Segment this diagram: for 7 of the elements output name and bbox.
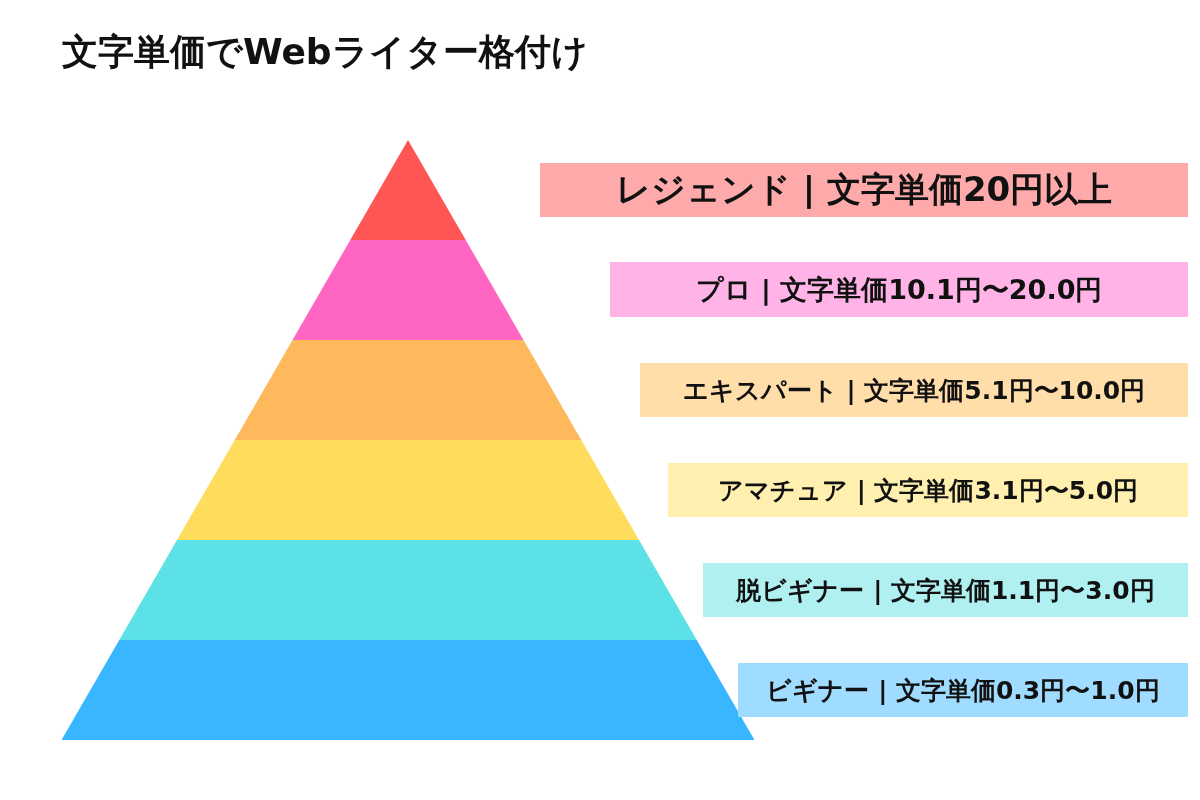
level-label: エキスパート | 文字単価5.1円〜10.0円	[640, 363, 1188, 417]
level-label: ビギナー | 文字単価0.3円〜1.0円	[738, 663, 1188, 717]
level-label: 脱ビギナー | 文字単価1.1円〜3.0円	[703, 563, 1188, 617]
level-label: レジェンド | 文字単価20円以上	[540, 163, 1188, 217]
title: 文字単価でWebライター格付け	[62, 30, 588, 74]
level-label: アマチュア | 文字単価3.1円〜5.0円	[668, 463, 1188, 517]
level-label: プロ | 文字単価10.1円〜20.0円	[610, 262, 1188, 317]
